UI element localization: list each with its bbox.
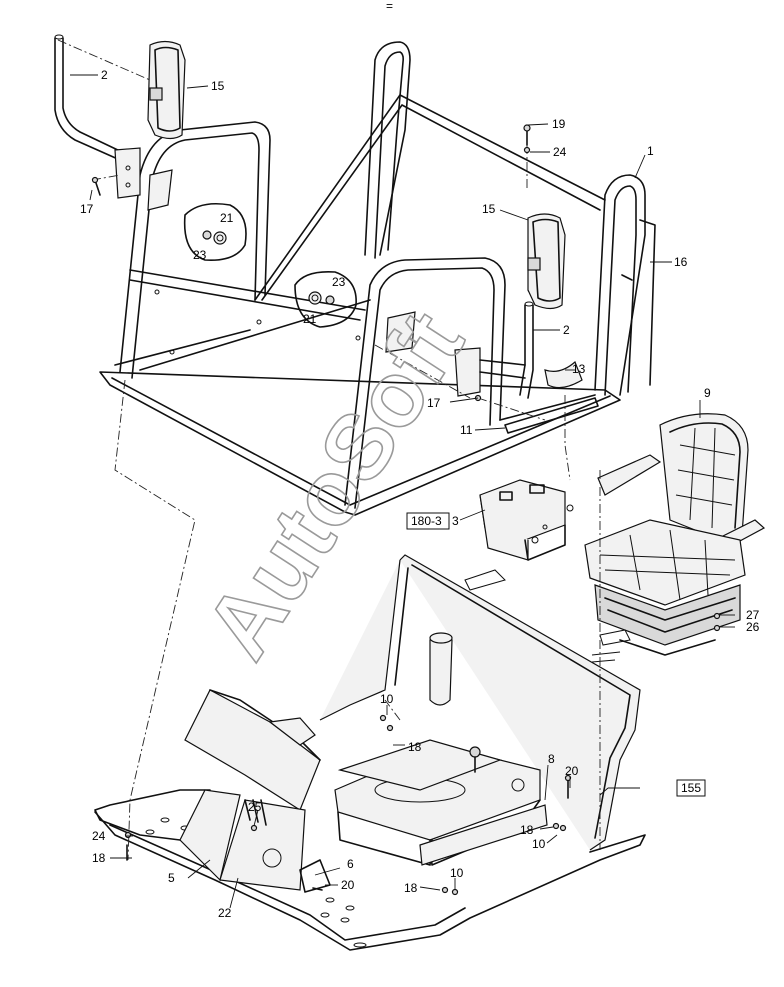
callout-8: 8 xyxy=(548,752,555,766)
callout-17-right: 17 xyxy=(427,396,441,410)
boxed-label-155: 155 xyxy=(681,781,701,795)
mirror-left xyxy=(147,40,186,140)
callout-19: 19 xyxy=(552,117,566,131)
callout-1: 1 xyxy=(647,144,654,158)
callout-23-a: 23 xyxy=(193,248,207,262)
callout-18-d: 18 xyxy=(92,851,106,865)
callout-17-left: 17 xyxy=(80,202,94,216)
boxed-reference-155: 155 xyxy=(676,779,706,797)
rops-frame xyxy=(99,41,656,516)
callout-11: 11 xyxy=(460,423,473,437)
leader-lines xyxy=(70,74,735,909)
callout-18-b: 18 xyxy=(520,823,534,837)
callout-2-left: 2 xyxy=(101,68,108,82)
callout-10-b: 10 xyxy=(532,837,546,851)
side-plate-8 xyxy=(419,804,548,866)
callout-20-b: 20 xyxy=(341,878,355,892)
mirror-arm-left xyxy=(54,34,141,199)
callout-24-b: 24 xyxy=(92,829,106,843)
callout-10-c: 10 xyxy=(450,866,464,880)
callout-24-a: 24 xyxy=(553,145,567,159)
callout-13: 13 xyxy=(572,362,586,376)
callout-10-a: 10 xyxy=(380,692,394,706)
callout-22: 22 xyxy=(218,906,232,920)
operator-platform xyxy=(94,554,646,951)
detail-bubble-left xyxy=(183,202,247,262)
callout-18-a: 18 xyxy=(408,740,422,754)
storage-box xyxy=(479,479,574,561)
callout-15-left: 15 xyxy=(211,79,225,93)
boxed-label-180-3: 180-3 xyxy=(411,514,442,528)
callout-labels: 1 2 2 3 5 6 8 9 10 10 10 11 13 15 15 16 … xyxy=(80,68,760,920)
bracket-13 xyxy=(544,360,583,389)
callout-15-right: 15 xyxy=(482,202,496,216)
callout-3: 3 xyxy=(452,514,459,528)
callout-6: 6 xyxy=(347,857,354,871)
callout-21-b: 21 xyxy=(303,312,317,326)
callout-9: 9 xyxy=(704,386,711,400)
boxed-reference-180-3: 180-3 xyxy=(406,512,450,530)
callout-21-a: 21 xyxy=(220,211,234,225)
mirror-arm-right xyxy=(454,301,534,399)
callout-2-right: 2 xyxy=(563,323,570,337)
callout-16: 16 xyxy=(674,255,688,269)
callout-18-c: 18 xyxy=(404,881,418,895)
callout-5: 5 xyxy=(168,871,175,885)
callout-25: 25 xyxy=(248,800,262,814)
steering-console xyxy=(179,689,331,893)
top-mark: = xyxy=(386,0,393,13)
callout-27: 27 xyxy=(746,608,760,622)
operator-seat xyxy=(584,413,766,656)
callout-20-a: 20 xyxy=(565,764,579,778)
mirror-right xyxy=(527,213,566,310)
callout-23-b: 23 xyxy=(332,275,346,289)
detail-bubble-middle xyxy=(294,270,357,328)
callout-26: 26 xyxy=(746,620,760,634)
